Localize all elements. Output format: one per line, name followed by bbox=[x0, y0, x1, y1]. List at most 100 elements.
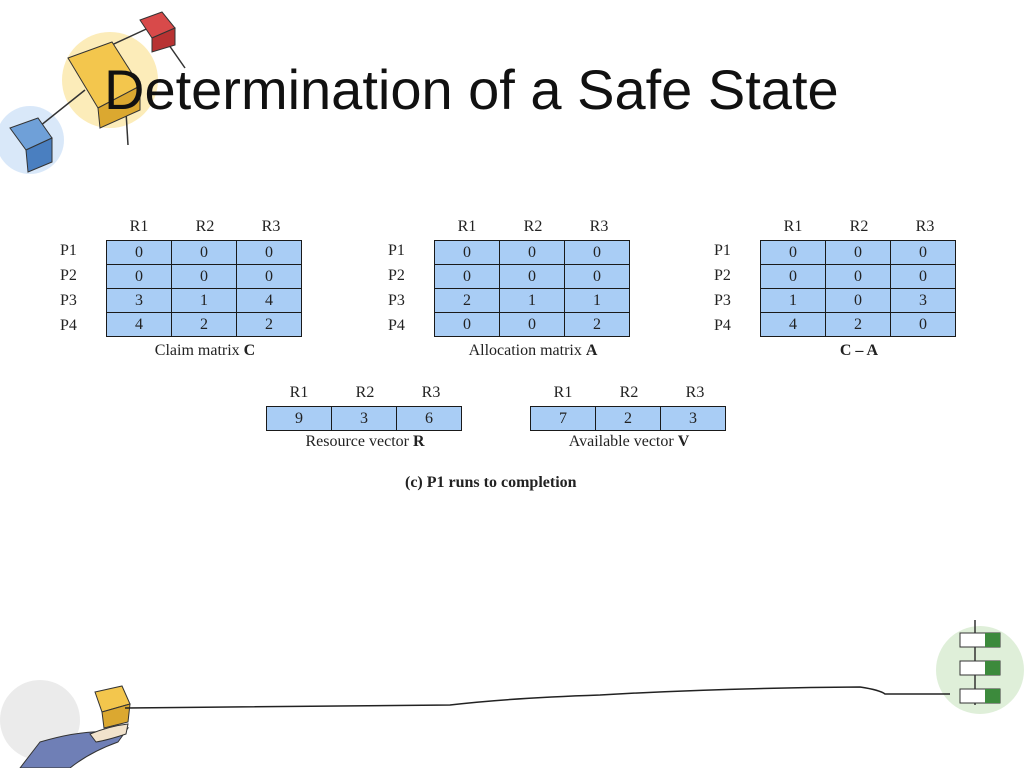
matrix-cell: 0 bbox=[825, 264, 891, 289]
matrix-cell: 1 bbox=[499, 288, 565, 313]
matrix-cell: 7 bbox=[530, 406, 596, 431]
matrix-cell: 4 bbox=[106, 312, 172, 337]
matrix-cell: 1 bbox=[564, 288, 630, 313]
matrix-cell: 2 bbox=[171, 312, 237, 337]
matrix-cell: 0 bbox=[434, 264, 500, 289]
column-header: R3 bbox=[421, 384, 441, 401]
row-label: P2 bbox=[388, 267, 405, 284]
column-header: R2 bbox=[523, 218, 543, 235]
matrix-cell: 0 bbox=[564, 240, 630, 265]
matrix-cell: 2 bbox=[825, 312, 891, 337]
column-header: R2 bbox=[849, 218, 869, 235]
matrix-cell: 9 bbox=[266, 406, 332, 431]
matrix-cell: 0 bbox=[890, 312, 956, 337]
hand-holding-cube-decoration-icon bbox=[0, 680, 131, 768]
caption-variable: R bbox=[412, 433, 425, 450]
matrix-cell: 0 bbox=[171, 264, 237, 289]
matrix-cell: 4 bbox=[236, 288, 302, 313]
figure-caption: (c) P1 runs to completion bbox=[405, 474, 577, 491]
matrix-cell: 0 bbox=[499, 264, 565, 289]
matrix-cell: 0 bbox=[434, 312, 500, 337]
column-header: R3 bbox=[685, 384, 705, 401]
caption-variable: A bbox=[585, 342, 598, 359]
row-label: P4 bbox=[388, 317, 405, 334]
caption-variable: V bbox=[677, 433, 690, 450]
column-header: R3 bbox=[261, 218, 281, 235]
row-label: P3 bbox=[388, 292, 405, 309]
column-header: R1 bbox=[553, 384, 573, 401]
caption-text: Resource vector bbox=[305, 433, 413, 450]
matrix-cell: 2 bbox=[564, 312, 630, 337]
matrix-cell: 0 bbox=[499, 312, 565, 337]
matrix-cell: 6 bbox=[396, 406, 462, 431]
matrix-caption: Resource vector R bbox=[266, 433, 464, 451]
column-header: R1 bbox=[129, 218, 149, 235]
connector-line-decoration bbox=[124, 686, 950, 709]
column-header: R3 bbox=[915, 218, 935, 235]
matrix-cell: 3 bbox=[660, 406, 726, 431]
matrix-cell: 0 bbox=[564, 264, 630, 289]
matrix-cell: 1 bbox=[171, 288, 237, 313]
matrix-cell: 0 bbox=[236, 240, 302, 265]
row-label: P1 bbox=[714, 242, 731, 259]
matrix-cell: 0 bbox=[106, 240, 172, 265]
row-label: P3 bbox=[714, 292, 731, 309]
row-label: P1 bbox=[60, 242, 77, 259]
matrix-cell: 0 bbox=[434, 240, 500, 265]
matrix-cell: 0 bbox=[236, 264, 302, 289]
caption-text: Allocation matrix bbox=[468, 342, 586, 359]
matrix-caption: Claim matrix C bbox=[106, 342, 304, 360]
row-label: P2 bbox=[60, 267, 77, 284]
row-label: P3 bbox=[60, 292, 77, 309]
caption-text: Available vector bbox=[568, 433, 678, 450]
matrix-caption: C – A bbox=[760, 342, 958, 360]
slide-title: Determination of a Safe State bbox=[104, 58, 839, 121]
column-header: R1 bbox=[289, 384, 309, 401]
matrix-caption: Allocation matrix A bbox=[434, 342, 632, 360]
matrix-cell: 2 bbox=[236, 312, 302, 337]
matrix-cell: 1 bbox=[760, 288, 826, 313]
column-header: R2 bbox=[619, 384, 639, 401]
matrix-cell: 0 bbox=[171, 240, 237, 265]
row-label: P2 bbox=[714, 267, 731, 284]
caption-variable: C – A bbox=[839, 342, 879, 359]
caption-variable: C bbox=[243, 342, 256, 359]
flowchart-decoration-icon bbox=[936, 620, 1024, 714]
matrix-cell: 3 bbox=[890, 288, 956, 313]
column-header: R1 bbox=[783, 218, 803, 235]
matrix-cell: 0 bbox=[825, 240, 891, 265]
matrix-caption: Available vector V bbox=[530, 433, 728, 451]
matrix-cell: 0 bbox=[499, 240, 565, 265]
column-header: R3 bbox=[589, 218, 609, 235]
column-header: R1 bbox=[457, 218, 477, 235]
column-header: R2 bbox=[355, 384, 375, 401]
caption-text: Claim matrix bbox=[154, 342, 244, 359]
matrix-cell: 0 bbox=[760, 264, 826, 289]
matrix-cell: 0 bbox=[106, 264, 172, 289]
matrix-cell: 2 bbox=[595, 406, 661, 431]
matrix-cell: 0 bbox=[890, 240, 956, 265]
matrix-cell: 0 bbox=[890, 264, 956, 289]
matrix-cell: 0 bbox=[825, 288, 891, 313]
matrix-cell: 0 bbox=[760, 240, 826, 265]
